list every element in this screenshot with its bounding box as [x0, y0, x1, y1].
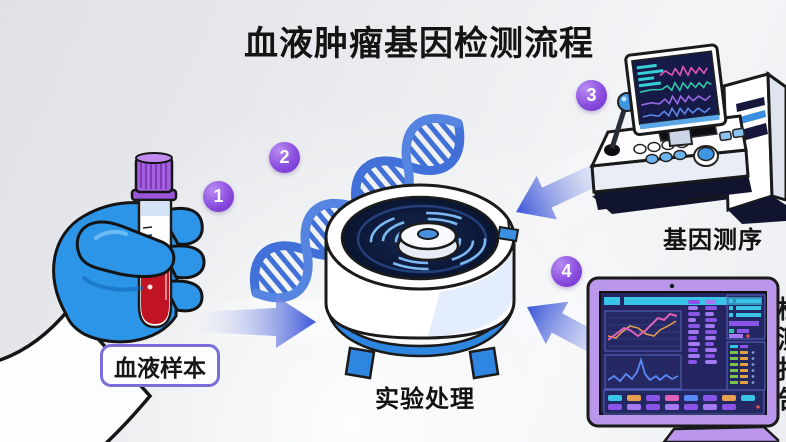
step-badge-4: 4: [551, 256, 582, 287]
flow-arrow-icon: [198, 296, 316, 348]
page-title: 血液肿瘤基因检测流程: [244, 25, 594, 63]
step-badge-1: 1: [203, 181, 234, 212]
step-number: 3: [586, 85, 597, 105]
sequencing-label: 基因测序: [663, 227, 763, 254]
blood-sample-tube-icon: [130, 152, 178, 329]
blood-sample-label-text: 血液样本: [114, 354, 206, 381]
data-analysis-monitor-icon: [586, 276, 780, 442]
step-badge-2: 2: [269, 142, 300, 173]
step-number: 4: [561, 261, 572, 281]
clipped-edge-label: 检测报告: [774, 296, 786, 416]
processing-label: 实验处理: [375, 386, 475, 413]
gene-sequencer-machine-icon: [589, 43, 786, 224]
step-badge-3: 3: [576, 80, 607, 111]
blood-sample-label: 血液样本: [100, 344, 220, 387]
step-number: 1: [213, 186, 224, 206]
lab-coat-sleeve: [0, 305, 153, 442]
hand-in-blue-glove-icon: [0, 152, 206, 442]
step-number: 2: [279, 147, 290, 167]
lab-centrifuge-icon: [324, 183, 520, 380]
